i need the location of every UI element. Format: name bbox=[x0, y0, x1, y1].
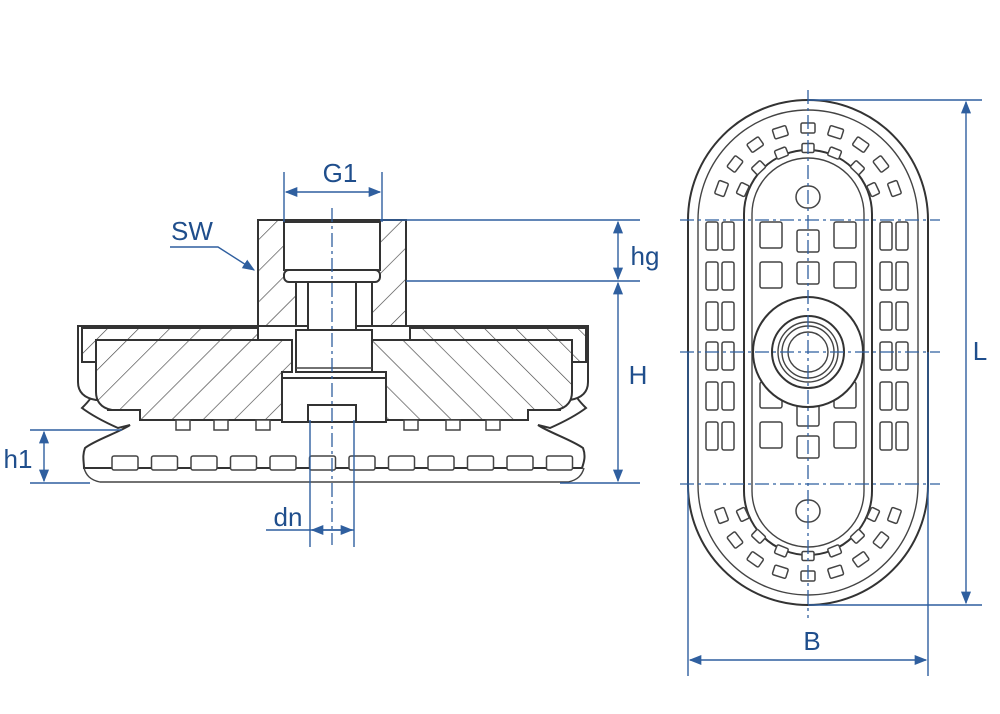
slot bbox=[721, 301, 735, 331]
slot bbox=[485, 419, 501, 431]
slot bbox=[721, 261, 735, 291]
slot bbox=[445, 419, 461, 431]
arc-slot bbox=[773, 146, 789, 160]
arc-slot bbox=[866, 506, 881, 523]
slot bbox=[269, 455, 297, 471]
slot bbox=[348, 455, 376, 471]
slot bbox=[879, 301, 893, 331]
arc-slot bbox=[735, 506, 750, 523]
slot bbox=[705, 301, 719, 331]
upper-plate-right bbox=[409, 327, 587, 363]
slot bbox=[895, 221, 909, 251]
label-h: H bbox=[629, 360, 648, 390]
arc-slot bbox=[746, 136, 764, 153]
arc-slot bbox=[771, 564, 789, 579]
arc-slot bbox=[849, 528, 865, 544]
slot bbox=[833, 261, 857, 289]
base-insert-left bbox=[95, 339, 293, 421]
label-dn: dn bbox=[274, 502, 303, 532]
slot bbox=[895, 341, 909, 371]
label-hg: hg bbox=[631, 241, 660, 271]
slot bbox=[466, 455, 495, 471]
slot bbox=[403, 419, 419, 431]
slot bbox=[759, 221, 783, 249]
slot bbox=[879, 261, 893, 291]
slot bbox=[895, 421, 909, 451]
slot bbox=[545, 455, 574, 471]
top-view: L B bbox=[680, 90, 987, 676]
side-view: G1 SW hg H h1 dn bbox=[4, 158, 660, 547]
arc-slot bbox=[714, 506, 729, 525]
slot bbox=[879, 421, 893, 451]
slot bbox=[895, 301, 909, 331]
lip-slots bbox=[111, 455, 574, 471]
slot bbox=[705, 341, 719, 371]
slot bbox=[213, 419, 229, 431]
slot bbox=[427, 455, 455, 471]
slot bbox=[150, 455, 179, 471]
arc-slot bbox=[866, 181, 881, 198]
slot bbox=[111, 455, 139, 471]
slot bbox=[506, 455, 534, 471]
slot bbox=[190, 455, 218, 471]
support-steps bbox=[175, 419, 501, 431]
slot bbox=[705, 261, 719, 291]
slot bbox=[759, 421, 783, 449]
arc-slot bbox=[872, 531, 890, 549]
slot bbox=[759, 261, 783, 289]
slot bbox=[255, 419, 271, 431]
arc-slot bbox=[827, 125, 845, 140]
arc-slot bbox=[827, 544, 843, 558]
arc-slot bbox=[827, 146, 843, 160]
arc-slot bbox=[726, 155, 744, 173]
label-b: B bbox=[803, 626, 820, 656]
arc-slot bbox=[751, 528, 767, 544]
upper-plate-left bbox=[81, 327, 259, 363]
arc-slot bbox=[827, 564, 845, 579]
arc-slot bbox=[887, 179, 902, 198]
arc-slot bbox=[872, 155, 890, 173]
slot bbox=[721, 221, 735, 251]
slot bbox=[175, 419, 191, 431]
slot bbox=[229, 455, 258, 471]
arc-slot bbox=[887, 506, 902, 525]
arc-slot bbox=[714, 179, 729, 198]
arc-slot bbox=[746, 551, 764, 568]
arc-slot bbox=[773, 544, 789, 558]
slot bbox=[895, 381, 909, 411]
base-insert-right bbox=[371, 339, 573, 421]
arc-slot bbox=[771, 125, 789, 140]
slot bbox=[705, 221, 719, 251]
arc-slot bbox=[852, 136, 870, 153]
arc-slot bbox=[849, 160, 865, 176]
arc-slot bbox=[735, 181, 750, 198]
arc-slot bbox=[852, 551, 870, 568]
slot bbox=[833, 221, 857, 249]
arc-slot bbox=[726, 531, 744, 549]
slot bbox=[705, 381, 719, 411]
slot bbox=[721, 381, 735, 411]
label-l: L bbox=[973, 336, 987, 366]
slot bbox=[705, 421, 719, 451]
arc-slot bbox=[751, 160, 767, 176]
slot bbox=[879, 381, 893, 411]
slot bbox=[879, 341, 893, 371]
slot bbox=[879, 221, 893, 251]
label-g1: G1 bbox=[323, 158, 358, 188]
slot bbox=[721, 341, 735, 371]
slot bbox=[895, 261, 909, 291]
slot bbox=[387, 455, 416, 471]
slot bbox=[833, 421, 857, 449]
label-sw: SW bbox=[171, 216, 213, 246]
slot bbox=[721, 421, 735, 451]
label-h1: h1 bbox=[4, 444, 33, 474]
